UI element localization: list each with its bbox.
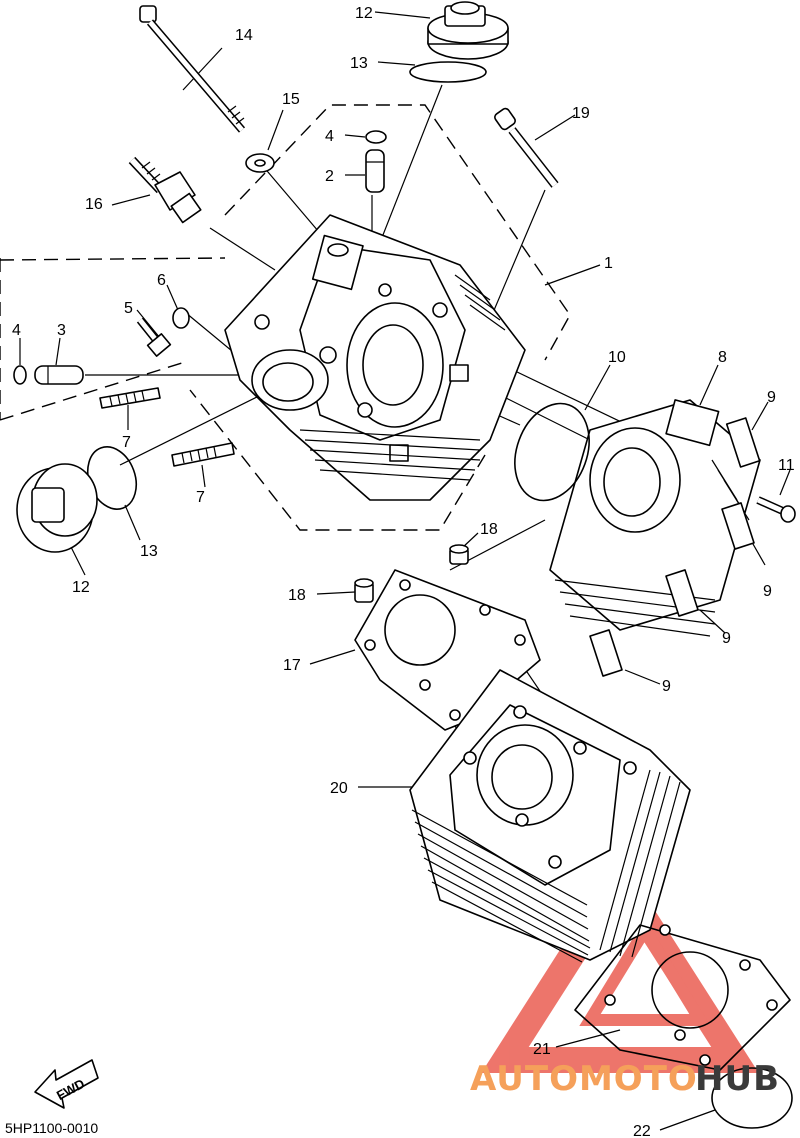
label-15: 15: [282, 91, 300, 108]
label-11: 11: [778, 457, 795, 474]
diagram-code: 5HP1100-0010: [5, 1120, 98, 1136]
label-3: 3: [57, 322, 66, 339]
washer-6: [172, 307, 190, 329]
label-4a: 4: [325, 128, 334, 145]
watermark-logo: [481, 855, 759, 1073]
oil-cap-left: [16, 463, 98, 553]
label-19: 19: [572, 105, 590, 122]
label-18a: 18: [480, 521, 498, 538]
head-bolt-long: [139, 5, 246, 133]
watermark-text-b: HUB: [695, 1059, 780, 1099]
valve-guide-left: [34, 365, 84, 385]
o-ring-top: [409, 61, 487, 83]
label-22: 22: [633, 1123, 651, 1138]
bolt-11: [756, 496, 796, 523]
label-9a: 9: [767, 389, 776, 406]
label-7a: 7: [122, 434, 131, 451]
valve-guide-top: [365, 149, 385, 193]
forward-arrow-icon: FWD: [34, 1059, 99, 1109]
cylinder-block: [409, 669, 691, 963]
label-9c: 9: [722, 630, 731, 647]
label-12a: 12: [355, 5, 373, 22]
label-2: 2: [325, 168, 334, 185]
bolt-19: [494, 107, 559, 188]
damper-9b: [721, 502, 755, 550]
label-20: 20: [330, 780, 348, 797]
label-5: 5: [124, 300, 133, 317]
o-ring-22: [711, 1067, 793, 1129]
stud-bolt-upper: [99, 387, 161, 409]
label-7b: 7: [196, 489, 205, 506]
label-13b: 13: [140, 543, 158, 560]
dowel-pin-18b: [354, 578, 374, 603]
watermark-text-a: AUTOMOTO: [470, 1059, 698, 1099]
label-14: 14: [235, 27, 253, 44]
label-6: 6: [157, 272, 166, 289]
circlip-top: [365, 130, 387, 144]
dowel-pin-18a: [449, 544, 469, 565]
label-16: 16: [85, 196, 103, 213]
callout-labels: 1 2 3 4 4 5 6 7 7 8 9 9 9 9 10 11 12 12 …: [12, 5, 795, 1138]
cylinder-head-dashed-outline: [0, 104, 571, 531]
cylinder-head-cover: [549, 399, 761, 637]
gasket-10: [514, 402, 590, 502]
damper-9a: [725, 417, 761, 468]
stud-bolt-lower: [171, 442, 235, 467]
damper-9d: [589, 629, 623, 677]
label-10: 10: [608, 349, 626, 366]
bolt-5: [136, 317, 172, 357]
label-21: 21: [533, 1041, 551, 1058]
label-12b: 12: [72, 579, 90, 596]
label-13a: 13: [350, 55, 368, 72]
label-18b: 18: [288, 587, 306, 604]
spark-plug: [128, 156, 202, 224]
cylinder-head-gasket: [354, 569, 541, 731]
label-1: 1: [604, 255, 613, 272]
cylinder-base-gasket: [574, 924, 791, 1071]
label-9b: 9: [763, 583, 772, 600]
label-4b: 4: [12, 322, 21, 339]
watermark-text: AUTOMOTO HUB: [470, 1059, 780, 1099]
damper-9c: [665, 569, 699, 617]
oil-cap-top: [427, 1, 509, 60]
label-9d: 9: [662, 678, 671, 695]
cylinder-head: [224, 214, 526, 501]
label-17: 17: [283, 657, 301, 674]
circlip-left: [13, 365, 27, 385]
label-8: 8: [718, 349, 727, 366]
